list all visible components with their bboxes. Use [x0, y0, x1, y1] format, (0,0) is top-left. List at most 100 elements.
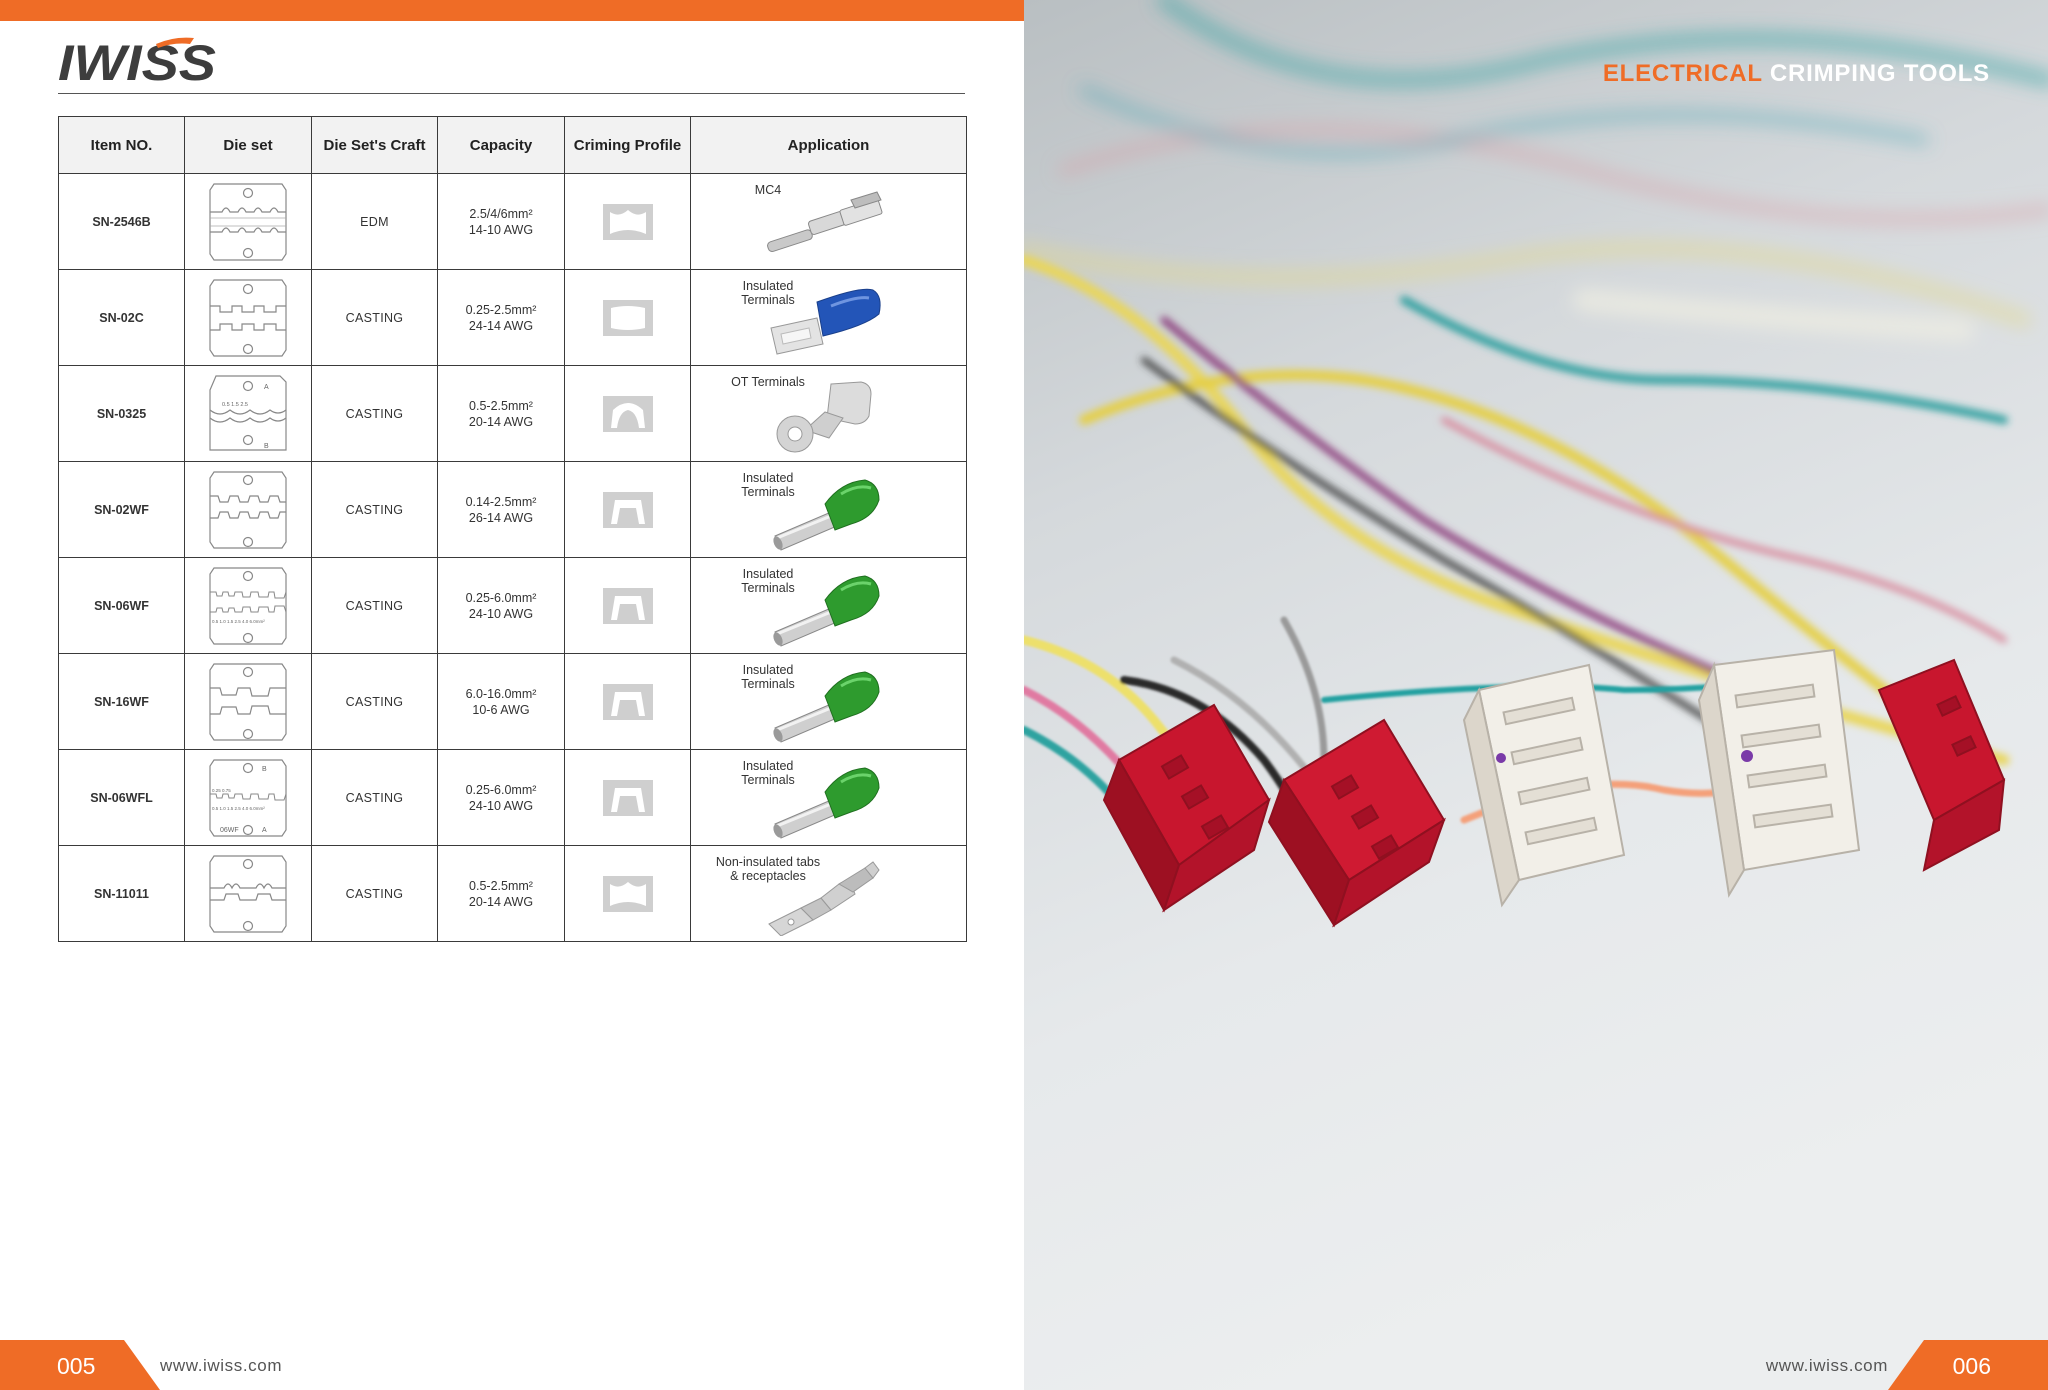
die-set-diagram-icon: [209, 182, 287, 261]
profile-cell: [564, 365, 691, 462]
green-ferrule-icon: [773, 767, 880, 839]
die-craft: EDM: [311, 173, 438, 270]
profile-cell: [564, 845, 691, 942]
application-cell: MC4: [690, 173, 967, 270]
die-set-diagram-icon: [209, 470, 287, 549]
svg-text:IWISS: IWISS: [58, 35, 216, 86]
capacity-awg: 24-10 AWG: [468, 606, 534, 621]
capacity-mm: 2.5/4/6mm²: [469, 206, 533, 221]
application-label: Insulated Terminals: [741, 471, 795, 499]
application-label: Insulated Terminals: [741, 279, 795, 307]
item-no: SN-11011: [58, 845, 185, 942]
die-craft: CASTING: [311, 269, 438, 366]
red-connector-left: [1102, 703, 1271, 913]
header-application: Application: [690, 116, 967, 174]
flat-tab-terminal-icon: [768, 861, 880, 936]
die-craft: CASTING: [311, 557, 438, 654]
table-row: SN-0325 A B 0.5 1.5 2.5 CASTING: [58, 365, 967, 462]
table-row: SN-11011 CASTING 0.5-2.5mm² 20-14 AWG: [58, 845, 967, 942]
crimp-profile-trapezoid-icon: [602, 587, 653, 624]
capacity-cell: 0.14-2.5mm² 26-14 AWG: [437, 461, 565, 558]
crimp-profile-trapezoid-icon: [602, 491, 653, 528]
item-no: SN-06WFL: [58, 749, 185, 846]
capacity-mm: 0.25-6.0mm²: [465, 782, 537, 797]
profile-cell: [564, 173, 691, 270]
table-row: SN-2546B EDM 2.5/4/6mm² 14-10 AWG: [58, 173, 967, 270]
capacity-awg: 20-14 AWG: [468, 414, 534, 429]
profile-cell: [564, 749, 691, 846]
crimp-profile-oval-icon: [602, 299, 653, 336]
die-set-cell: B 0.25 0.75 0.5 1.0 1.5 2.5 4.0 6.0mm² 0…: [184, 749, 312, 846]
die-craft: CASTING: [311, 461, 438, 558]
page-number-badge-right: [1888, 1340, 2048, 1390]
capacity-awg: 10-6 AWG: [472, 702, 530, 717]
page-number-badge-left: [0, 1340, 160, 1390]
footer-url-left: www.iwiss.com: [160, 1356, 283, 1375]
capacity-mm: 0.25-2.5mm²: [465, 302, 537, 317]
application-label: Insulated Terminals: [741, 759, 795, 787]
capacity-awg: 24-14 AWG: [468, 318, 534, 333]
table-row: SN-02WF CASTING 0.14-2.5mm² 26-14 AWG: [58, 461, 967, 558]
die-set-diagram-icon: B 0.25 0.75 0.5 1.0 1.5 2.5 4.0 6.0mm² 0…: [209, 758, 287, 837]
application-label: Non-insulated tabs & receptacles: [715, 855, 821, 883]
die-set-diagram-icon: [209, 854, 287, 933]
top-accent-bar: [0, 0, 1024, 21]
application-label: Insulated Terminals: [741, 663, 795, 691]
capacity-mm: 0.25-6.0mm²: [465, 590, 537, 605]
die-size-labels: 0.5 1.5 2.5: [222, 402, 248, 408]
profile-cell: [564, 653, 691, 750]
header-die-craft: Die Set's Craft: [311, 116, 438, 174]
page-number-right: 006: [1952, 1353, 1991, 1379]
item-no: SN-02WF: [58, 461, 185, 558]
capacity-cell: 0.25-2.5mm² 24-14 AWG: [437, 269, 565, 366]
table-header-row: Item NO. Die set Die Set's Craft Capacit…: [58, 116, 967, 174]
die-size-labels-top: 0.25 0.75: [212, 788, 231, 793]
item-no: SN-2546B: [58, 173, 185, 270]
table-row: SN-16WF CASTING 6.0-16.0mm² 10-6 AWG: [58, 653, 967, 750]
right-page: ELECTRICAL CRIMPING TOOLS www.iwiss.com …: [1024, 0, 2048, 1390]
footer-url-right: www.iwiss.com: [1765, 1356, 1888, 1375]
application-label: Insulated Terminals: [741, 567, 795, 595]
header-item-no: Item NO.: [58, 116, 185, 174]
capacity-awg: 24-10 AWG: [468, 798, 534, 813]
capacity-mm: 0.5-2.5mm²: [469, 398, 533, 413]
capacity-cell: 0.25-6.0mm² 24-10 AWG: [437, 557, 565, 654]
die-set-cell: [184, 461, 312, 558]
capacity-cell: 6.0-16.0mm² 10-6 AWG: [437, 653, 565, 750]
die-label-b: B: [264, 443, 269, 450]
die-set-cell: [184, 269, 312, 366]
section-title: ELECTRICAL CRIMPING TOOLS: [1603, 60, 1990, 88]
capacity-awg: 14-10 AWG: [468, 222, 534, 237]
green-ferrule-icon: [773, 479, 880, 551]
die-size-labels-bottom: 0.5 1.0 1.5 2.5 4.0 6.0mm²: [212, 806, 265, 811]
application-cell: OT Terminals: [690, 365, 967, 462]
die-model-label: 06WF: [220, 827, 239, 834]
application-cell: Insulated Terminals: [690, 269, 967, 366]
capacity-awg: 26-14 AWG: [468, 510, 534, 525]
profile-cell: [564, 269, 691, 366]
application-label: OT Terminals: [731, 375, 805, 389]
die-set-diagram-icon: 0.5 1.0 1.5 2.5 4.0 6.0mm²: [209, 566, 287, 645]
capacity-mm: 0.14-2.5mm²: [465, 494, 537, 509]
capacity-cell: 0.5-2.5mm² 20-14 AWG: [437, 365, 565, 462]
capacity-cell: 0.5-2.5mm² 20-14 AWG: [437, 845, 565, 942]
green-ferrule-icon: [773, 671, 880, 743]
spec-table: Item NO. Die set Die Set's Craft Capacit…: [58, 116, 967, 942]
item-no: SN-0325: [58, 365, 185, 462]
die-craft: CASTING: [311, 365, 438, 462]
capacity-cell: 0.25-6.0mm² 24-10 AWG: [437, 749, 565, 846]
left-page: IWISS Item NO. Die set Die Set's Craft C…: [0, 0, 1024, 1390]
die-craft: CASTING: [311, 653, 438, 750]
green-ferrule-icon: [773, 575, 880, 647]
crimp-profile-trapezoid-icon: [602, 779, 653, 816]
die-size-labels: 0.5 1.0 1.5 2.5 4.0 6.0mm²: [212, 619, 265, 624]
die-craft: CASTING: [311, 749, 438, 846]
application-cell: Insulated Terminals: [690, 749, 967, 846]
die-label-a: A: [264, 384, 269, 391]
die-label-a: A: [262, 827, 267, 834]
die-set-cell: 0.5 1.0 1.5 2.5 4.0 6.0mm²: [184, 557, 312, 654]
application-cell: Insulated Terminals: [690, 461, 967, 558]
die-set-cell: [184, 653, 312, 750]
ring-terminal-icon: [776, 381, 872, 453]
iwiss-logo: IWISS: [58, 35, 216, 86]
